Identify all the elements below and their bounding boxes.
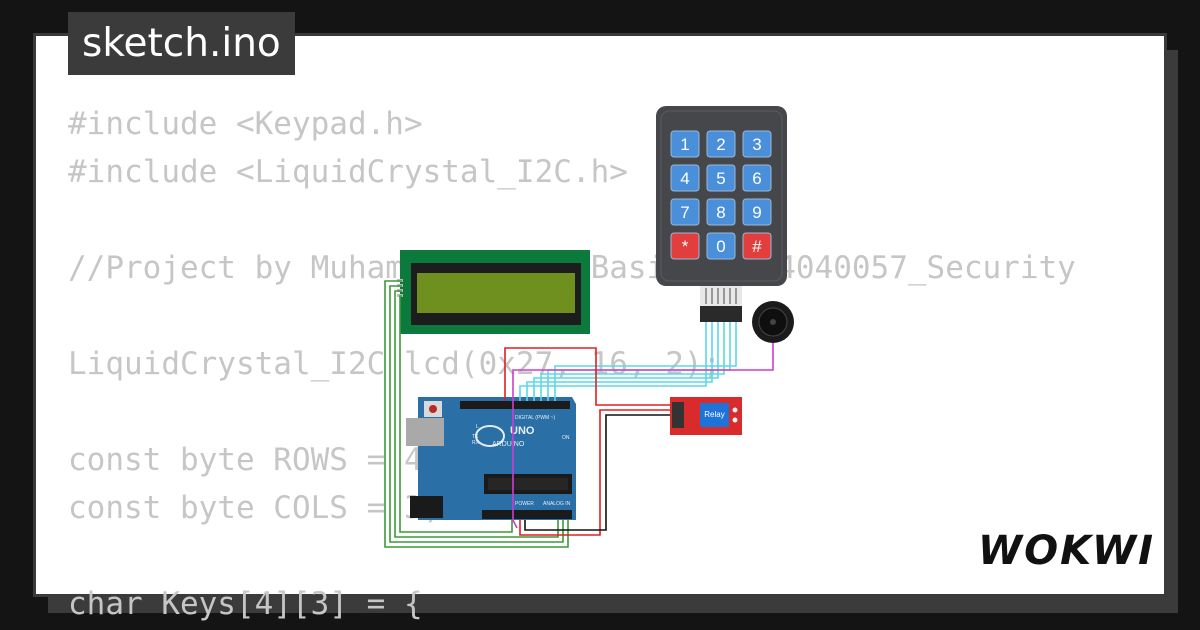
digital-header-label: DIGITAL (PWM ~) bbox=[515, 415, 555, 421]
arduino-uno[interactable]: UNO ARDUINO DIGITAL (PWM ~) POWER ANALOG… bbox=[406, 397, 576, 520]
keypad-key-label: 6 bbox=[752, 169, 761, 188]
analog-header-label: ANALOG IN bbox=[543, 501, 571, 507]
on-led-label: ON bbox=[562, 435, 570, 441]
code-line: LiquidCrystal_I2C lcd(0x27, 16, 2); bbox=[68, 346, 722, 382]
code-preview-card: #include <Keypad.h> #include <LiquidCryst… bbox=[33, 33, 1167, 622]
keypad-key-label: 4 bbox=[680, 169, 689, 188]
arduino-model: UNO bbox=[510, 425, 535, 437]
keypad-key-label: 8 bbox=[716, 203, 725, 222]
keypad-key-label: # bbox=[752, 237, 762, 256]
tx-led-label: TX bbox=[472, 434, 479, 440]
keypad-connector bbox=[700, 286, 742, 322]
keypad-key-7[interactable]: 7 bbox=[670, 198, 700, 226]
keypad-key-3[interactable]: 3 bbox=[742, 130, 772, 158]
code-line: #include <Keypad.h> bbox=[68, 106, 423, 142]
wires bbox=[384, 280, 774, 548]
keypad-key-label: 1 bbox=[680, 135, 689, 154]
keypad-key-label: 5 bbox=[716, 169, 725, 188]
keypad-key-label: 0 bbox=[716, 237, 725, 256]
lcd-display[interactable] bbox=[397, 250, 590, 334]
code-line: #include <LiquidCrystal_I2C.h> bbox=[68, 154, 628, 190]
relay-module[interactable]: Relay bbox=[670, 397, 742, 435]
wokwi-logo-text: WOKWI bbox=[978, 528, 1155, 574]
arduino-brand: ARDUINO bbox=[492, 441, 525, 448]
keypad-key-4[interactable]: 4 bbox=[670, 164, 700, 192]
filename-tab[interactable]: sketch.ino bbox=[68, 12, 295, 75]
buzzer[interactable] bbox=[752, 301, 794, 343]
keypad-key-5[interactable]: 5 bbox=[706, 164, 736, 192]
keypad-key-star[interactable]: * bbox=[670, 232, 700, 260]
keypad-key-label: 3 bbox=[752, 135, 761, 154]
keypad-key-2[interactable]: 2 bbox=[706, 130, 736, 158]
code-line: char Keys[4][3] = { bbox=[68, 586, 423, 622]
relay-label: Relay bbox=[704, 410, 724, 419]
keypad-key-6[interactable]: 6 bbox=[742, 164, 772, 192]
power-header-label: POWER bbox=[515, 501, 534, 507]
l-led-label: L bbox=[476, 424, 479, 430]
keypad-key-8[interactable]: 8 bbox=[706, 198, 736, 226]
keypad-key-0[interactable]: 0 bbox=[706, 232, 736, 260]
keypad-key-label: 7 bbox=[680, 203, 689, 222]
keypad-key-label: 9 bbox=[752, 203, 761, 222]
code-line: const byte ROWS = 4; bbox=[68, 442, 442, 478]
keypad-key-1[interactable]: 1 bbox=[670, 130, 700, 158]
wokwi-logo[interactable]: WOKWI bbox=[976, 526, 1155, 574]
keypad-key-label: * bbox=[682, 237, 689, 256]
keypad-key-label: 2 bbox=[716, 135, 725, 154]
keypad-key-9[interactable]: 9 bbox=[742, 198, 772, 226]
keypad-keys: 1 2 3 4 5 6 7 8 9 * 0 # bbox=[670, 130, 772, 260]
keypad-key-hash[interactable]: # bbox=[742, 232, 772, 260]
rx-led-label: RX bbox=[472, 440, 480, 446]
code-preview: #include <Keypad.h> #include <LiquidCryst… bbox=[68, 100, 1134, 628]
